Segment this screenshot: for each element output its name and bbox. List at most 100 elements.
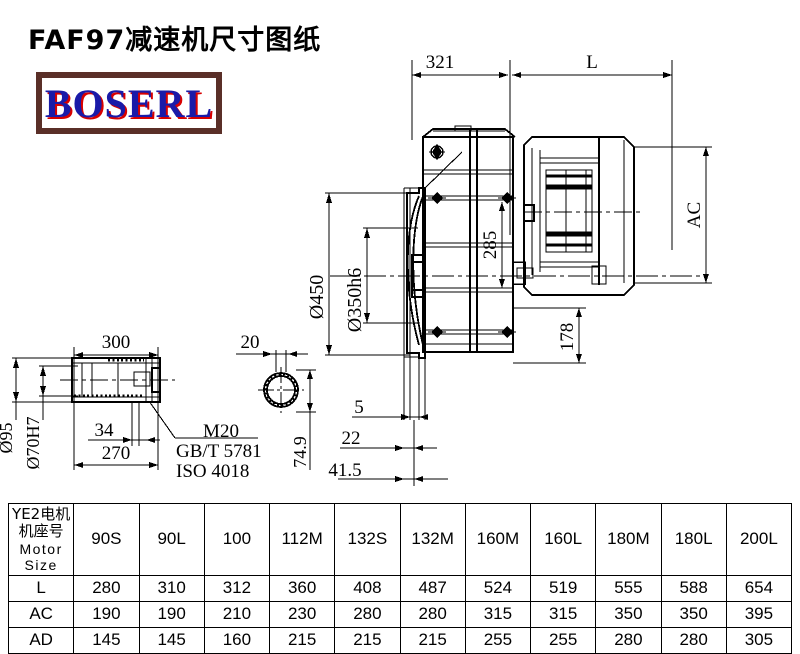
dim-dia95 xyxy=(12,357,72,420)
table-cell: 215 xyxy=(399,626,466,654)
dim-label-178: 178 xyxy=(557,323,578,352)
table-cell: 255 xyxy=(529,626,597,654)
table-col-header: 132S xyxy=(334,503,401,576)
table-cell: 524 xyxy=(464,574,532,602)
dim-label-AC: AC xyxy=(684,202,705,228)
table-row-label: AC xyxy=(7,600,75,628)
table-cell: 160 xyxy=(203,626,271,654)
table-header-label: YE2电机机座号 Motor Size xyxy=(7,503,75,576)
gearbox-housing xyxy=(422,128,516,353)
table-col-header: 180L xyxy=(660,503,727,576)
page-title: FAF97减速机尺寸图纸 xyxy=(28,25,322,56)
dim-label-270: 270 xyxy=(102,443,131,464)
table-row: AC 190 190 210 230 280 280 315 315 350 3… xyxy=(7,600,793,628)
table-col-header: 100 xyxy=(203,503,271,576)
table-cell: 305 xyxy=(725,626,793,654)
dim-178 xyxy=(513,307,586,364)
dim-dia350h6 xyxy=(363,227,418,324)
dim-label-5: 5 xyxy=(354,397,364,418)
table-cell: 215 xyxy=(268,626,336,654)
table-cell: 312 xyxy=(203,574,271,602)
motor-body-details xyxy=(512,140,625,285)
table-cell: 519 xyxy=(529,574,597,602)
table-cell: 145 xyxy=(138,626,205,654)
brand-logo: BOSERL xyxy=(36,72,222,134)
table-header-row: YE2电机机座号 Motor Size 90S 90L 100 112M 132… xyxy=(7,503,793,576)
electric-motor xyxy=(523,136,635,296)
dim-300 xyxy=(73,347,159,470)
annotation-bolt-spec: M20 xyxy=(203,421,239,442)
gearbox-bolt-markers xyxy=(428,144,516,338)
dim-label-22: 22 xyxy=(342,428,361,449)
dim-270 xyxy=(73,402,158,470)
motor-terminal-box xyxy=(523,204,535,222)
table-cell: 280 xyxy=(660,626,727,654)
table-cell: 360 xyxy=(268,574,336,602)
dim-label-34: 34 xyxy=(95,420,115,441)
dim-top-L xyxy=(509,60,673,250)
dim-top-321 xyxy=(411,60,508,140)
flange-neck xyxy=(403,187,426,420)
dim-label-74-9: 74.9 xyxy=(290,436,310,468)
table-cell: 555 xyxy=(595,574,662,602)
dim-285 xyxy=(499,202,505,288)
table-cell: 280 xyxy=(73,574,140,602)
annotation-standard-gb: GB/T 5781 xyxy=(176,441,262,462)
table-cell: 350 xyxy=(595,600,662,628)
table-cell: 230 xyxy=(268,600,336,628)
table-cell: 280 xyxy=(595,626,662,654)
table-cell: 654 xyxy=(725,574,793,602)
dim-label-300: 300 xyxy=(102,332,131,353)
table-col-header: 90S xyxy=(73,503,140,576)
dim-label-L: L xyxy=(586,52,598,73)
table-col-header: 180M xyxy=(595,503,662,576)
table-cell: 315 xyxy=(529,600,597,628)
table-col-header: 90L xyxy=(138,503,205,576)
dim-label-41-5: 41.5 xyxy=(328,460,361,481)
dim-label-20: 20 xyxy=(241,332,260,353)
dim-dia450 xyxy=(325,192,410,356)
dim-label-321: 321 xyxy=(426,52,455,73)
table-cell: 190 xyxy=(138,600,205,628)
table-col-header: 160M xyxy=(464,503,532,576)
table-cell: 145 xyxy=(73,626,140,654)
detail-circle-centrelines xyxy=(258,367,304,413)
dim-5 xyxy=(352,414,428,420)
dim-41-5 xyxy=(338,420,448,486)
table-cell: 280 xyxy=(334,600,401,628)
table-row-label: AD xyxy=(7,626,75,654)
dim-22 xyxy=(340,445,437,451)
table-cell: 280 xyxy=(399,600,466,628)
drawing-page: FAF97减速机尺寸图纸 BOSERL xyxy=(0,25,793,654)
dim-label-285: 285 xyxy=(480,231,501,260)
dim-label-dia70h7: Ø70H7 xyxy=(23,417,43,470)
shaft-end-cap xyxy=(151,367,161,393)
table-col-header: 112M xyxy=(268,503,336,576)
table-cell: 395 xyxy=(725,600,793,628)
table-col-header: 160L xyxy=(529,503,597,576)
table-cell: 315 xyxy=(464,600,532,628)
bolt-leader-line xyxy=(148,400,258,439)
dim-label-dia450: Ø450 xyxy=(306,275,328,319)
table-cell: 190 xyxy=(73,600,140,628)
table-header-label-cn: YE2电机机座号 xyxy=(12,505,71,541)
table-row: AD 145 145 160 215 215 215 255 255 280 2… xyxy=(7,626,793,654)
technical-drawing: 321 L AC 285 178 Ø450 Ø350h6 5 22 41.5 3… xyxy=(0,52,712,486)
table-cell: 350 xyxy=(660,600,727,628)
table-cell: 408 xyxy=(334,574,401,602)
motor-size-table: YE2电机机座号 Motor Size 90S 90L 100 112M 132… xyxy=(7,503,793,654)
dim-AC xyxy=(634,146,712,284)
table-col-header: 132M xyxy=(399,503,466,576)
table-row-label: L xyxy=(7,574,75,602)
dim-dia70h7 xyxy=(39,365,78,420)
dim-label-dia95: Ø95 xyxy=(0,423,16,454)
dim-20 xyxy=(236,350,308,372)
table-cell: 487 xyxy=(399,574,466,602)
dim-34 xyxy=(88,402,160,446)
table-cell: 215 xyxy=(334,626,401,654)
dim-label-dia350h6: Ø350h6 xyxy=(344,268,366,332)
table-cell: 210 xyxy=(203,600,271,628)
table-header-label-en: Motor Size xyxy=(19,540,63,573)
table-cell: 255 xyxy=(464,626,532,654)
shaft-thread-hatch xyxy=(74,358,144,398)
